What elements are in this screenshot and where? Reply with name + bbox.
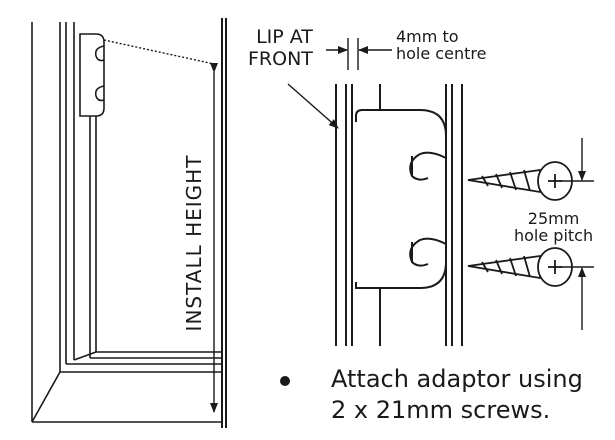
install-height-dimension — [103, 39, 218, 413]
door-frame-left-view — [31, 18, 227, 428]
lip-at-front-label: LIP AT FRONT — [248, 26, 313, 70]
bullet-point-icon — [280, 376, 290, 386]
adaptor-bracket-large — [351, 109, 447, 289]
instruction-line1: Attach adaptor using — [331, 365, 583, 393]
pitch-label-line1: 25mm — [527, 209, 580, 228]
lip-label-line1: LIP AT — [256, 26, 313, 48]
screw-bottom — [467, 247, 573, 287]
adaptor-bracket-small — [79, 33, 105, 117]
lip-leader — [287, 83, 339, 129]
hole-pitch-dimension — [560, 138, 594, 330]
offset-label-line1: 4mm to — [396, 27, 459, 46]
offset-label: 4mm to hole centre — [396, 28, 486, 62]
offset-dimension — [326, 38, 392, 70]
instruction-line2: 2 x 21mm screws. — [331, 396, 551, 424]
lip-label-line2: FRONT — [248, 48, 313, 70]
install-height-label: INSTALL HEIGHT — [182, 154, 206, 332]
pitch-label-line2: hole pitch — [514, 226, 594, 245]
screw-top — [467, 161, 573, 201]
offset-label-line2: hole centre — [396, 44, 487, 63]
hole-pitch-label: 25mm hole pitch — [514, 210, 593, 244]
instruction-text: Attach adaptor using 2 x 21mm screws. — [331, 364, 583, 426]
